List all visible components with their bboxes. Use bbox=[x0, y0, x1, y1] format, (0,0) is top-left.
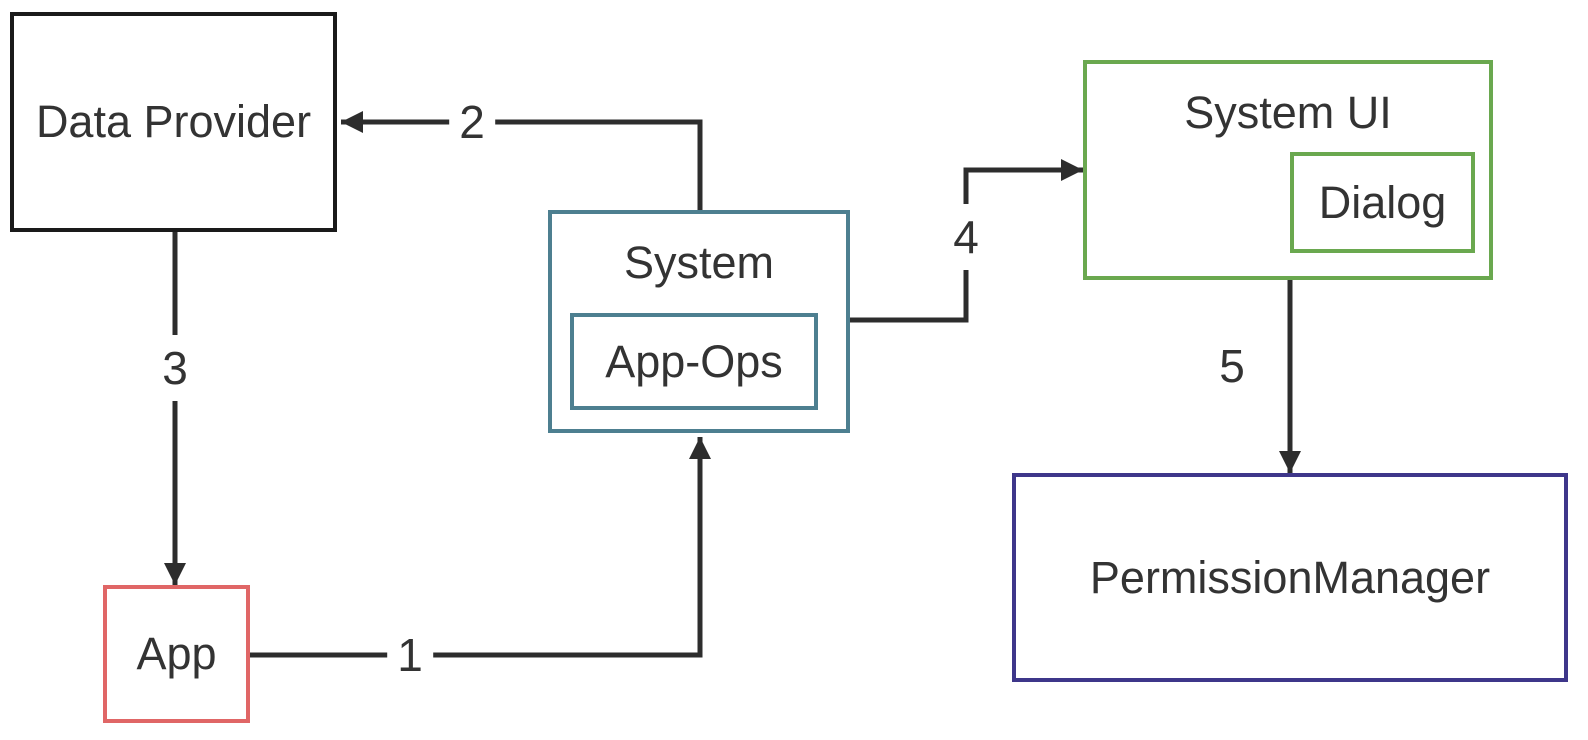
node-app-ops-label: App-Ops bbox=[605, 335, 783, 387]
node-dialog-label: Dialog bbox=[1318, 176, 1447, 228]
node-system-ui-label: System UI bbox=[1184, 87, 1392, 138]
node-system-label: System bbox=[623, 237, 775, 288]
arrow-3-label: 3 bbox=[158, 335, 192, 401]
node-system: System App-Ops bbox=[548, 210, 850, 433]
arrow-2 bbox=[341, 111, 703, 212]
node-app-ops: App-Ops bbox=[570, 313, 818, 410]
node-permission-manager-label: PermissionManager bbox=[1089, 551, 1491, 603]
node-permission-manager: PermissionManager bbox=[1012, 473, 1568, 682]
arrow-4-label: 4 bbox=[949, 204, 983, 270]
arrow-2-label: 2 bbox=[449, 97, 495, 147]
node-data-provider-label: Data Provider bbox=[35, 96, 312, 148]
arrow-1 bbox=[250, 437, 711, 658]
node-app: App bbox=[103, 585, 250, 723]
arrow-5-label: 5 bbox=[1219, 340, 1245, 392]
node-app-label: App bbox=[136, 628, 217, 680]
node-dialog: Dialog bbox=[1290, 152, 1475, 253]
node-system-ui: System UI Dialog bbox=[1083, 60, 1493, 280]
node-data-provider: Data Provider bbox=[10, 12, 337, 232]
arrow-1-label: 1 bbox=[387, 630, 433, 680]
